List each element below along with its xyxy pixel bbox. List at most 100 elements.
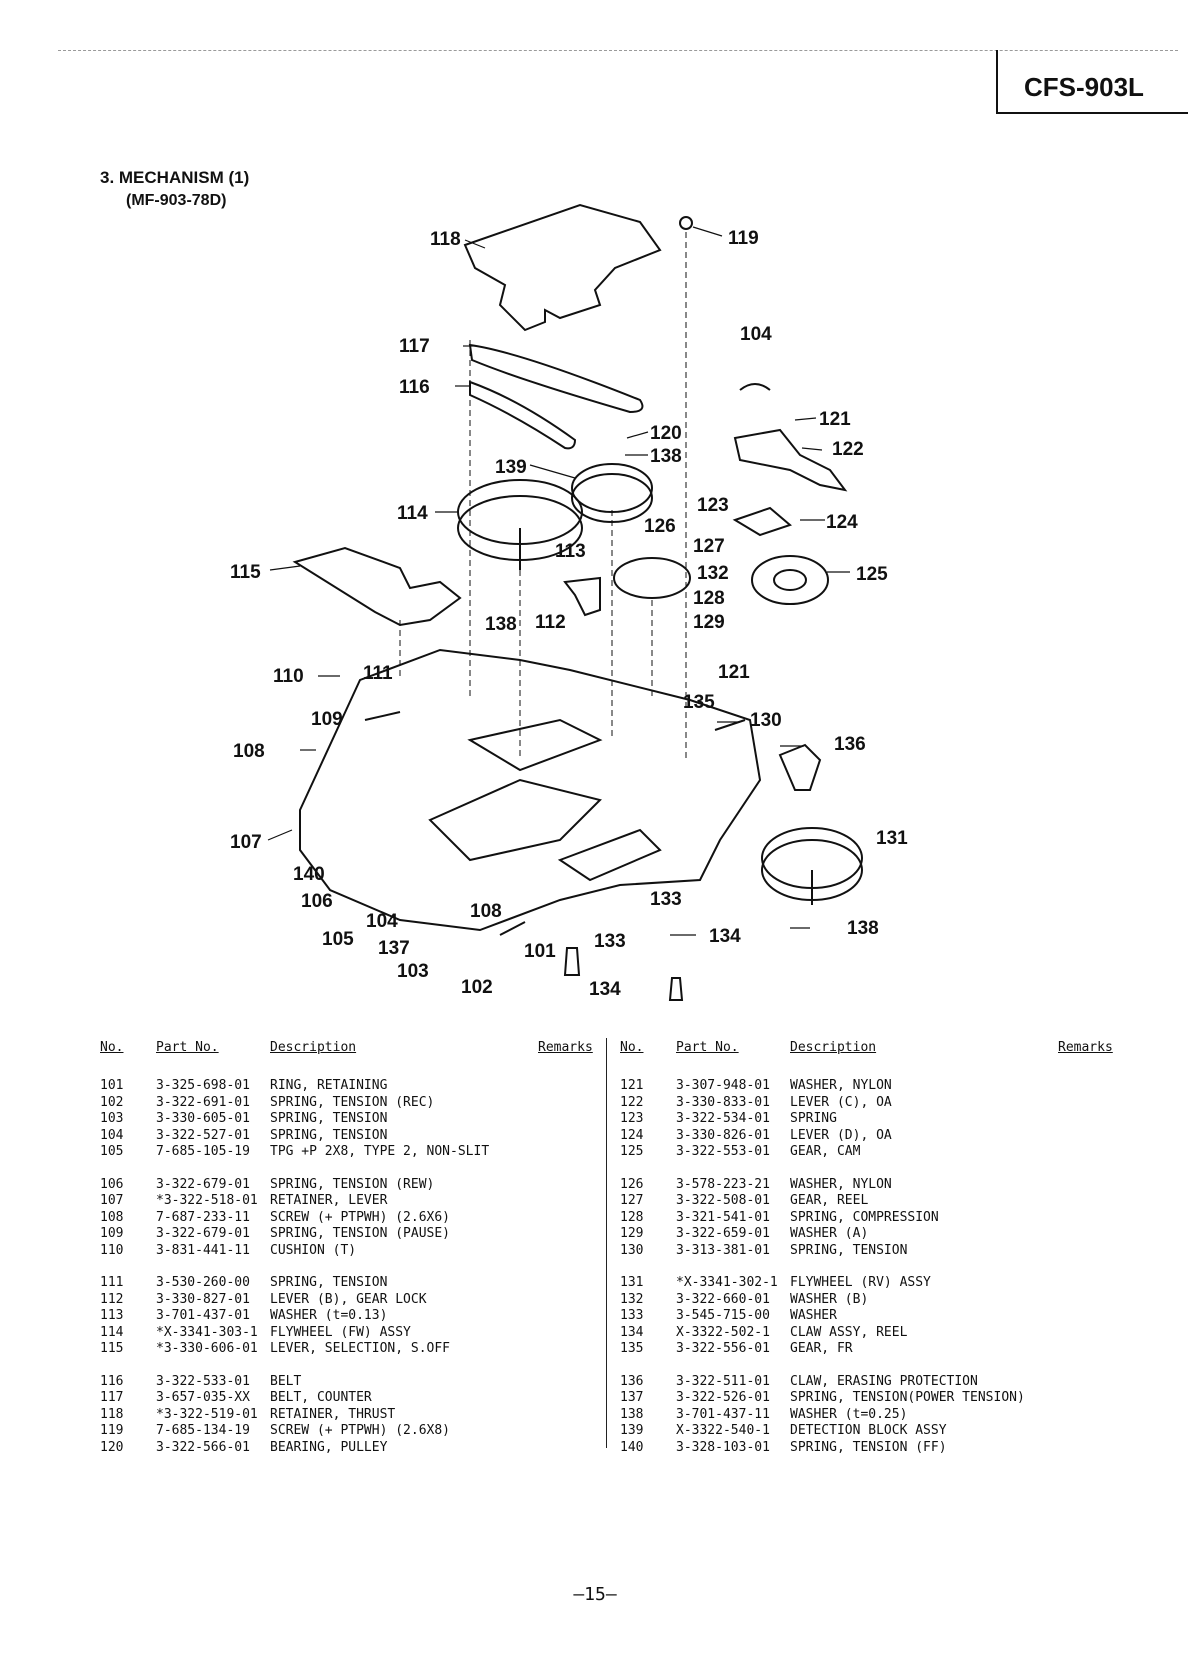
- cell-no: 121: [620, 1078, 644, 1093]
- cell-part-no: 3-322-659-01: [676, 1226, 770, 1241]
- cell-part-no: 3-322-679-01: [156, 1226, 250, 1241]
- cell-part-no: *3-322-519-01: [156, 1406, 258, 1422]
- cell-part-no: 7-687-233-11: [156, 1209, 250, 1225]
- header-description: Description: [270, 1040, 357, 1055]
- callout-138: 138: [847, 918, 879, 939]
- cell-no: 106: [100, 1176, 124, 1192]
- callout-108: 108: [233, 741, 265, 762]
- cell-description: GEAR, CAM: [790, 1144, 861, 1159]
- cell-part-no: 3-322-533-01: [156, 1373, 250, 1389]
- cell-description: BEARING, PULLEY: [270, 1439, 388, 1455]
- belt-counter-part: [469, 380, 577, 450]
- cell-no: 125: [620, 1144, 644, 1159]
- claw-reel-right-part: [668, 977, 684, 1001]
- cell-part-no: *3-330-606-01: [156, 1341, 258, 1356]
- cell-no: 136: [620, 1373, 644, 1389]
- cell-no: 124: [620, 1127, 644, 1143]
- cell-no: 105: [100, 1144, 124, 1159]
- callout-106: 106: [301, 891, 333, 912]
- model-number: CFS-903L: [1024, 72, 1144, 102]
- cell-description: RING, RETAINING: [270, 1078, 388, 1093]
- table-row: 137 3-322-526-01 SPRING, TENSION(POWER TEN…: [620, 1390, 1150, 1407]
- cell-part-no: 3-321-541-01: [676, 1209, 770, 1225]
- exploded-mechanism-diagram: 118 119 104 117 116 121 120 122 138 139 …: [230, 203, 908, 1001]
- cell-part-no: 3-330-833-01: [676, 1094, 770, 1110]
- callout-114: 114: [397, 503, 428, 524]
- cell-part-no: 3-322-526-01: [676, 1390, 770, 1405]
- belt-part: [468, 343, 644, 414]
- callout-103: 103: [397, 961, 429, 982]
- callout-133: 133: [594, 931, 626, 952]
- callout-101: 101: [524, 941, 556, 962]
- cell-description: SPRING, TENSION: [270, 1111, 388, 1126]
- callout-108: 108: [470, 901, 502, 922]
- cell-part-no: 3-831-441-11: [156, 1242, 250, 1258]
- callout-132: 132: [697, 563, 729, 584]
- cell-no: 137: [620, 1390, 644, 1405]
- cell-no: 128: [620, 1209, 644, 1225]
- detection-block-part: [571, 463, 653, 513]
- cell-description: SPRING: [790, 1111, 837, 1126]
- cell-description: SCREW (+ PTPWH) (2.6X8): [270, 1423, 451, 1438]
- cell-part-no: 3-322-660-01: [676, 1291, 770, 1307]
- cell-no: 103: [100, 1111, 124, 1126]
- gear-reel-part: [613, 557, 691, 599]
- cell-no: 104: [100, 1127, 124, 1143]
- callout-126: 126: [644, 516, 676, 537]
- callout-125: 125: [856, 564, 888, 585]
- callout-138: 138: [650, 446, 682, 467]
- callout-136: 136: [834, 734, 866, 755]
- cell-description: SPRING, TENSION: [790, 1242, 908, 1258]
- table-row: 117 3-657-035-XX BELT, COUNTER: [100, 1390, 600, 1407]
- cell-part-no: 3-322-534-01: [676, 1111, 770, 1126]
- cell-description: SPRING, TENSION(POWER TENSION): [790, 1390, 1025, 1405]
- header-description: Description: [790, 1040, 877, 1055]
- cell-no: 117: [100, 1390, 124, 1405]
- cell-description: LEVER (B), GEAR LOCK: [270, 1291, 427, 1307]
- cell-no: 140: [620, 1439, 644, 1455]
- cell-no: 107: [100, 1193, 124, 1208]
- cell-no: 119: [100, 1423, 124, 1438]
- claw-erasing-part: [778, 743, 822, 791]
- callout-104: 104: [366, 911, 398, 932]
- cell-description: WASHER (t=0.25): [790, 1406, 908, 1422]
- cell-no: 120: [100, 1439, 124, 1455]
- lever-selection-part: [292, 546, 462, 627]
- cell-description: SPRING, TENSION (REW): [270, 1176, 435, 1192]
- callout-110: 110: [273, 666, 304, 687]
- cell-description: BELT, COUNTER: [270, 1390, 372, 1405]
- cell-part-no: 3-322-691-01: [156, 1094, 250, 1110]
- header-no: No.: [100, 1040, 124, 1055]
- cell-description: SPRING, COMPRESSION: [790, 1209, 939, 1225]
- cell-part-no: 7-685-105-19: [156, 1144, 250, 1159]
- callout-121: 121: [718, 662, 750, 683]
- cell-part-no: 3-657-035-XX: [156, 1390, 250, 1405]
- cell-no: 101: [100, 1078, 124, 1093]
- callout-123: 123: [697, 495, 729, 516]
- cell-description: RETAINER, LEVER: [270, 1193, 388, 1208]
- callout-128: 128: [693, 588, 725, 609]
- cell-no: 110: [100, 1242, 124, 1258]
- callout-111: 111: [363, 663, 393, 684]
